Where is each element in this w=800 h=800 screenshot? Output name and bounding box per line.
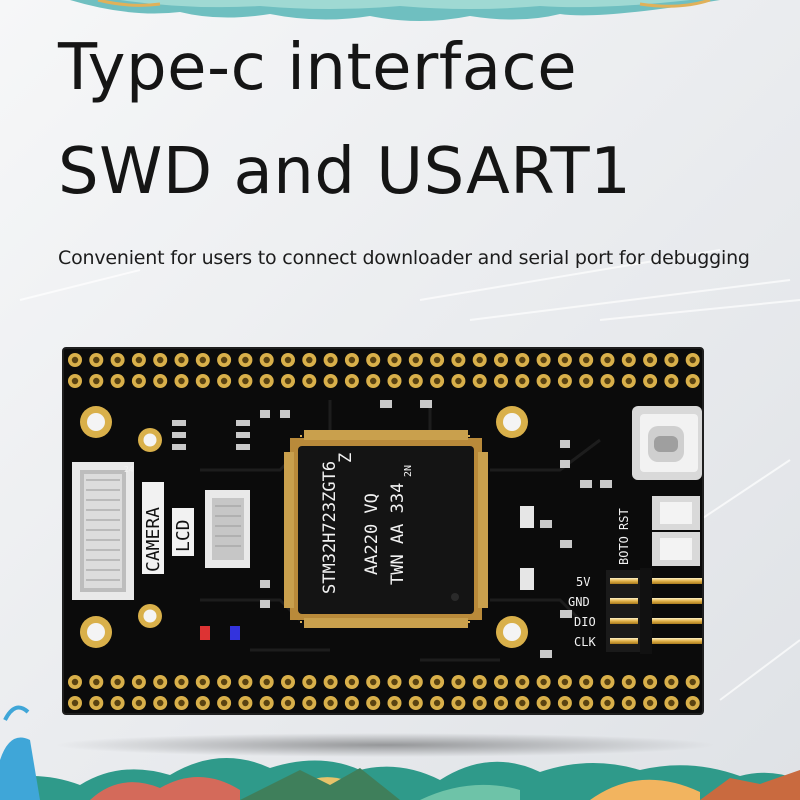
headline-line-2: SWD and USART1 [58, 135, 632, 209]
bottom-decoration [0, 705, 800, 800]
subtitle: Convenient for users to connect download… [58, 247, 750, 269]
headline-line-1: Type-c interface [58, 31, 578, 105]
top-decoration [70, 0, 720, 21]
